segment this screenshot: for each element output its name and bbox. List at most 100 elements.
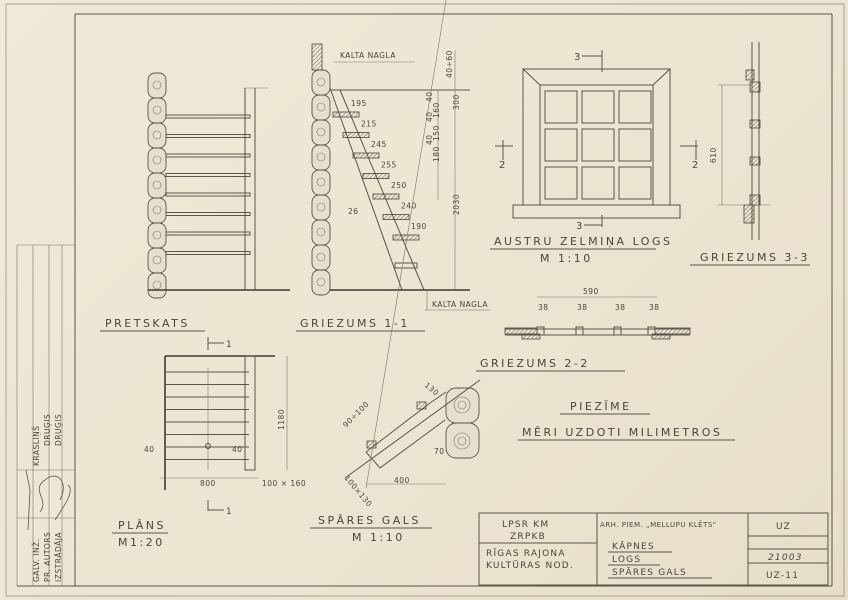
angle-dim: 26 [348,207,359,216]
log-ring [152,80,162,90]
log-ring [152,180,162,190]
height-dim: 2030 [452,194,461,215]
log-ring [316,202,326,212]
rafter-dim-section: 100×130 [342,474,374,509]
log-ring [152,230,162,240]
log [147,122,167,149]
log-ring [316,152,326,162]
project-name: ARH. PIEM. „MELLUPU KLĒTS" [600,520,717,529]
log-ring [316,177,326,187]
log-ring [316,127,326,137]
log-ring [152,255,162,265]
log-ring [316,227,326,237]
section-mark-3-top: 3 [574,52,581,63]
org-district: RĪGAS RAJONA [486,548,566,559]
log [311,69,331,96]
height-dim: 180 [432,146,441,162]
log [147,197,167,224]
signature-name: DRUĢIS [43,414,53,446]
window-height-dim: 610 [709,147,718,163]
window-pane [618,128,652,162]
sheet-title-window: LOGS [612,555,641,565]
section-3-3-title: GRIEZUMS 3-3 [700,251,810,264]
window-pane [544,90,578,124]
rafter-end-detail: 130 90÷100 70 400 100×130 SPĀRES GALS M … [310,0,481,544]
stair-tread [372,193,400,200]
mullion-dim: 38 [538,303,549,312]
ladder-rung [165,173,251,177]
height-dim: 40 [425,134,434,145]
window-pane [618,166,652,200]
log-ring [152,280,162,290]
log [147,247,167,274]
log-ring [152,155,162,165]
tread-dim: 215 [361,120,377,129]
height-dim: 150 [432,125,441,141]
stair-tread [382,214,410,220]
ladder-rung [165,231,251,236]
tread-dim: 245 [371,140,387,149]
window-width-dim: 590 [583,287,599,296]
front-view-title: PRETSKATS [105,317,190,330]
section-mark-3-bottom: 3 [576,221,583,232]
plan-view: 800 40 40 1180 100 × 160 1 1 PLĀNS M1:20 [112,337,306,549]
window-elevation: 3 3 2 2 AUSTRU ZELMIŅA LOGS M 1:10 [490,50,698,265]
log [311,119,331,146]
rafter-dim-130: 130 [423,381,441,398]
plan-section-mark-top: 1 [226,340,232,350]
tread-dim: 240 [401,202,417,211]
sheet-frame [5,3,845,597]
log [311,269,331,296]
window-scale: M 1:10 [540,252,593,265]
note-title: PIEZĪME [570,400,632,413]
ladder-rung [165,114,251,119]
window-pane [581,166,615,200]
rafter-end-scale: M 1:10 [352,531,405,544]
signature-name: DRUĢIS [54,414,64,446]
log [311,94,331,121]
plan-length-dim: 1180 [277,409,286,430]
stair-tread [362,173,390,179]
tread-dim: 190 [411,222,427,231]
section-mark-2-left: 2 [499,160,506,171]
log [147,72,167,99]
plan-scale: M1:20 [118,536,165,549]
tread-dim: 195 [351,99,367,108]
nail-label-top: KALTA NAGLA [340,51,396,60]
section-3-3: 610 GRIEZUMS 3-3 [690,42,810,266]
section-2-2-title: GRIEZUMS 2-2 [480,357,590,370]
mullion-dim: 38 [649,303,660,312]
mullion-dim: 38 [577,303,588,312]
window-pane [618,90,652,124]
plan-title: PLĀNS [118,519,166,532]
rafter-dim-400: 400 [394,476,410,485]
height-dim: 160 [432,102,441,118]
sheet-title-stairs: KĀPNES [612,541,655,552]
ladder-rung [165,192,251,197]
log [311,144,331,171]
stair-tread [332,111,360,118]
plan-right-dim: 40 [232,445,243,454]
height-dim: 40 [425,111,434,122]
plan-post-dim: 100 × 160 [262,479,306,488]
plan-width-dim: 800 [200,479,216,488]
height-dim: 40 [425,91,434,102]
nail-label-bottom: KALTA NAGLA [432,300,488,309]
rafter-dim-70: 70 [434,447,445,456]
wall-top [311,43,323,71]
sheet-title-rafter: SPĀRES GALS [612,567,687,578]
note-text: MĒRI UZDOTI MILIMETROS [522,426,722,439]
note: PIEZĪME MĒRI UZDOTI MILIMETROS [518,400,735,441]
rafter-end-title: SPĀRES GALS [318,514,421,527]
org-bureau: ZRPKB [510,532,546,542]
signature-role: PR. AUTORS [43,532,52,582]
height-dim: 300 [452,94,461,110]
log [311,244,331,271]
log [311,219,331,246]
stair-tread [342,132,370,138]
tread-dim: 250 [391,181,407,190]
signature-role: IZSTRĀDĀJA [54,532,63,582]
section-1-1-title: GRIEZUMS 1-1 [300,317,410,330]
rafter-dim-notch: 90÷100 [341,400,371,430]
